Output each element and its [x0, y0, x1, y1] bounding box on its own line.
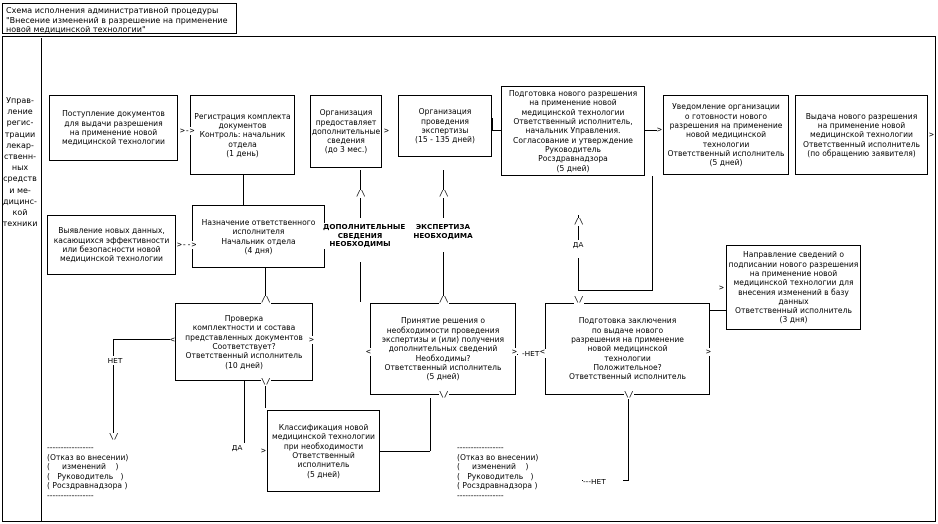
- arrow-up-n5: /\: [574, 217, 584, 226]
- title-line-1: Схема исполнения административной процед…: [6, 6, 219, 15]
- line-da-upper: [578, 215, 579, 243]
- arrow-up-n3: /\: [356, 189, 366, 198]
- arrow-n1-n2: >->: [180, 126, 195, 135]
- title-line-3: новой медицинской технологии": [6, 25, 146, 35]
- label-expertise-needed: ЭКСПЕРТИЗА НЕОБХОДИМА: [407, 222, 479, 241]
- line-dopsved-to-n11: [360, 262, 361, 302]
- arrow-n12-down: \/: [624, 390, 634, 399]
- terminal-bottom-border: -----------------: [47, 490, 94, 500]
- terminal-top-border: -----------------: [47, 443, 94, 452]
- node-text: Выявление новых данных, касающихся эффек…: [53, 226, 170, 264]
- arrow-n3-n4: >: [384, 126, 389, 135]
- label-da-bottom: ДА: [228, 443, 246, 452]
- node-text: Проверка комплектности и состава предста…: [185, 314, 303, 370]
- terminal-refusal-right: ----------------- (Отказ во внесении) ( …: [457, 443, 582, 501]
- terminal-line-1: (Отказ во внесении): [457, 452, 539, 462]
- sidebar-label-text: Управ- ление регис- трации лекар- ственн…: [2, 96, 38, 229]
- node-notification[interactable]: Уведомление организации о готовности нов…: [663, 95, 789, 175]
- line-ekspertiza-to-n11: [443, 252, 444, 302]
- node-text: Назначение ответственного исполнителя На…: [201, 217, 316, 255]
- terminal-line-2: ( изменений ): [47, 462, 119, 472]
- node-text: Подготовка нового разрешения на применен…: [508, 89, 638, 173]
- node-permission-issuance[interactable]: Выдача нового разрешения на применение н…: [795, 95, 928, 175]
- terminal-bottom-border: -----------------: [457, 490, 504, 500]
- line-n14-up-n11: [430, 398, 431, 451]
- arrow-up-n4: /\: [439, 189, 449, 198]
- terminal-line-2: ( изменений ): [457, 462, 529, 472]
- sidebar-divider: [41, 38, 42, 522]
- arrow-n12-left: <: [540, 347, 545, 356]
- node-text: Направление сведений о подписании нового…: [728, 250, 859, 325]
- arrow-n10-right: >: [309, 335, 314, 344]
- terminal-refusal-left: ----------------- (Отказ во внесении) ( …: [47, 443, 172, 501]
- arrow-into-n13: >: [719, 283, 724, 292]
- line-n2-to-n9: [243, 170, 244, 205]
- node-send-info-database[interactable]: Направление сведений о подписании нового…: [726, 245, 861, 330]
- line-n10-net-h: [113, 339, 175, 340]
- arrow-net-left-down: \/: [109, 432, 119, 441]
- arrow-n11-left: <: [366, 347, 371, 356]
- arrow-down-into-n12: \/: [574, 295, 584, 304]
- label-additional-info-needed: ДОПОЛНИТЕЛЬНЫЕ СВЕДЕНИЯ НЕОБХОДИМЫ: [323, 222, 406, 249]
- node-text: Организация предоставляет дополнительные…: [311, 108, 381, 155]
- node-document-intake[interactable]: Поступление документов для выдачи разреш…: [49, 95, 178, 161]
- label-da-top: ДА: [569, 240, 587, 249]
- node-text: Классификация новой медицинской технолог…: [272, 423, 375, 479]
- node-new-data-discovery[interactable]: Выявление новых данных, касающихся эффек…: [47, 215, 176, 275]
- node-permission-preparation[interactable]: Подготовка нового разрешения на применен…: [501, 86, 645, 176]
- node-decision-expertise[interactable]: Принятие решения о необходимости проведе…: [370, 303, 516, 395]
- line-n12-to-n13: [710, 310, 728, 311]
- line-n5-right-down: [652, 176, 653, 291]
- arrow-n5-n6: >: [657, 125, 662, 134]
- line-n10-da-vert: [244, 361, 245, 451]
- node-expertise-organization[interactable]: Организация проведения экспертизы (15 - …: [398, 95, 492, 157]
- arrow-n11-right: >: [512, 347, 517, 356]
- node-completeness-check[interactable]: Проверка комплектности и состава предста…: [175, 303, 313, 381]
- sidebar-department-label: Управ- ление регис- трации лекар- ственн…: [2, 95, 38, 425]
- label-net-bottom: ---НЕТ: [583, 477, 623, 486]
- line-n5-to-n6: [644, 130, 660, 131]
- diagram-frame: [2, 36, 936, 522]
- node-assign-responsible[interactable]: Назначение ответственного исполнителя На…: [192, 205, 325, 268]
- arrow-n10-down: \/: [261, 377, 271, 386]
- arrow-down-into-n11: /\: [439, 295, 449, 304]
- label-net-left: НЕТ: [104, 356, 126, 365]
- line-n4-to-n5: [492, 130, 504, 131]
- node-text: Поступление документов для выдачи разреш…: [62, 109, 165, 147]
- arrow-down-into-n10: /\: [261, 295, 271, 304]
- line-n4-right-v: [492, 118, 493, 130]
- label-net-mid: -НЕТ-: [518, 349, 546, 358]
- terminal-line-3: ( Руководитель ): [47, 471, 124, 481]
- arrow-into-n14: >: [261, 446, 266, 455]
- diagram-title-box: Схема исполнения административной процед…: [2, 3, 237, 34]
- line-da-lower: [578, 258, 579, 290]
- title-line-2: "Внесение изменений в разрешение на прим…: [6, 15, 228, 25]
- node-text: Организация проведения экспертизы (15 - …: [415, 107, 475, 145]
- arrow-n8-n9: >-->: [177, 240, 197, 249]
- node-text: Выдача нового разрешения на применение н…: [803, 111, 920, 158]
- node-text: Принятие решения о необходимости проведе…: [381, 316, 505, 382]
- node-additional-info[interactable]: Организация предоставляет дополнительные…: [310, 95, 382, 168]
- terminal-line-1: (Отказ во внесении): [47, 452, 129, 462]
- line-n14-to-n11: [380, 451, 430, 452]
- line-da-horizontal: [578, 290, 653, 291]
- terminal-line-3: ( Руководитель ): [457, 471, 534, 481]
- arrow-n11-down: \/: [439, 390, 449, 399]
- arrow-n12-right: >: [706, 347, 711, 356]
- arrow-n7-out: >: [929, 130, 934, 139]
- line-n10-net-v: [113, 339, 114, 437]
- arrow-n10-left: <: [170, 335, 175, 344]
- terminal-line-4: ( Росздравнадзора ): [47, 481, 128, 491]
- terminal-top-border: -----------------: [457, 443, 504, 452]
- line-n10-da-down: [265, 384, 266, 408]
- node-conclusion-preparation[interactable]: Подготовка заключения по выдаче нового р…: [545, 303, 710, 395]
- node-classification[interactable]: Классификация новой медицинской технолог…: [267, 410, 380, 492]
- node-text: Регистрация комплекта документов Контрол…: [194, 111, 291, 158]
- node-registration[interactable]: Регистрация комплекта документов Контрол…: [190, 95, 295, 175]
- line-n12-net-down: [628, 398, 629, 480]
- terminal-line-4: ( Росздравнадзора ): [457, 481, 538, 491]
- node-text: Уведомление организации о готовности нов…: [667, 102, 785, 168]
- node-text: Подготовка заключения по выдаче нового р…: [569, 316, 686, 382]
- line-n9-to-n10: [265, 268, 266, 302]
